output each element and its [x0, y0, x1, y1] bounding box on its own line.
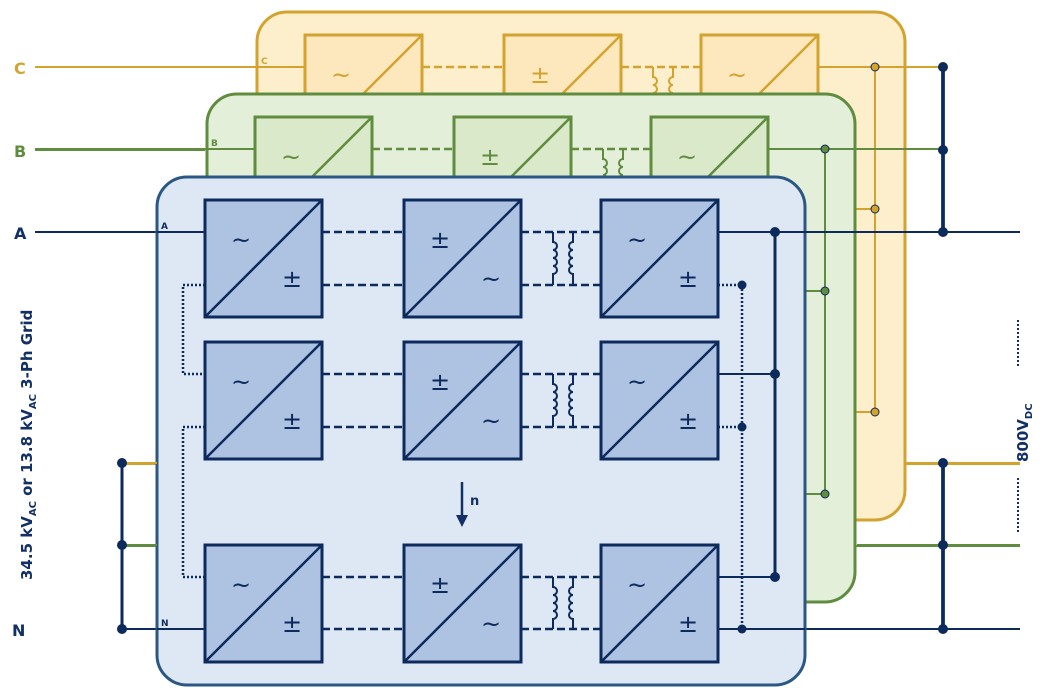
dc-symbol-icon: ±: [678, 610, 698, 638]
ac-symbol-icon: ~: [627, 226, 647, 254]
phase-small-label: B: [211, 139, 218, 149]
phase-small-label: A: [161, 222, 168, 232]
transformer-icon: [548, 374, 578, 427]
converter-diagonal: [600, 341, 719, 460]
dc-symbol-icon: ±: [282, 407, 302, 435]
ac-symbol-icon: ~: [231, 368, 251, 396]
phase-small-label: C: [261, 57, 268, 67]
phase-c-label: C: [14, 59, 26, 78]
phase-b-label: B: [14, 142, 26, 161]
neutral-junction-dot: [117, 540, 127, 550]
converter-block: ±~: [402, 198, 523, 319]
junction-dot: [870, 407, 880, 417]
series-link: [181, 425, 205, 579]
converter-diagonal: [600, 544, 719, 663]
transformer-bg: [548, 380, 578, 421]
stack-arrow-icon: [456, 515, 468, 527]
ac-symbol-icon: ~: [627, 571, 647, 599]
dc-symbol-icon: ±: [430, 368, 450, 396]
converter-diagonal: [204, 341, 323, 460]
transformer-primary-coil: [552, 232, 558, 285]
converter-block: ~±: [203, 543, 324, 664]
junction-dot: [770, 572, 780, 582]
neutral-label: N: [12, 621, 25, 640]
junction-dot: [820, 489, 830, 499]
bus-junction-dot: [938, 62, 948, 72]
converter-diagonal: [403, 544, 522, 663]
converter-diagonal: [204, 544, 323, 663]
ac-symbol-icon: ~: [481, 610, 501, 638]
dc-symbol-icon: ±: [480, 143, 500, 171]
converter-diagonal: [204, 199, 323, 318]
converter-diagonal: [600, 199, 719, 318]
transformer-secondary-coil: [568, 577, 574, 629]
bus-junction-dot: [938, 624, 948, 634]
ac-symbol-icon: ~: [231, 226, 251, 254]
junction-dot: [737, 280, 747, 290]
converter-diagonal: [403, 341, 522, 460]
bus-junction-dot: [938, 540, 948, 550]
converter-diagonal: [403, 199, 522, 318]
bus-junction-dot: [938, 145, 948, 155]
transformer-icon: [548, 577, 578, 629]
ac-symbol-icon: ~: [481, 265, 501, 293]
bus-junction-dot: [938, 227, 948, 237]
junction-dot: [870, 204, 880, 214]
transformer-secondary-coil: [568, 232, 574, 285]
transformer-secondary-coil: [568, 374, 574, 427]
neutral-junction-dot: [117, 624, 127, 634]
neutral-junction-dot: [117, 458, 127, 468]
junction-dot: [870, 62, 880, 72]
converter-block: ~±: [599, 340, 720, 461]
ac-symbol-icon: ~: [481, 407, 501, 435]
transformer-icon: [548, 232, 578, 285]
dc-symbol-icon: ±: [430, 571, 450, 599]
phase-a-layer: AN~±±~~±~±±~~±~±±~~±: [35, 175, 1020, 687]
dc-symbol-icon: ±: [282, 265, 302, 293]
grid-voltage-label: 34.5 kVAC or 13.8 kVAC 3-Ph Grid: [18, 310, 39, 580]
converter-block: ±~: [402, 543, 523, 664]
dc-symbol-icon: ±: [678, 265, 698, 293]
dc-symbol-icon: ±: [282, 610, 302, 638]
ac-symbol-icon: ~: [627, 368, 647, 396]
stack-count-label: n: [470, 494, 479, 509]
dc-symbol-icon: ±: [530, 61, 550, 89]
ac-symbol-icon: ~: [727, 61, 747, 89]
bus-junction-dot: [938, 458, 948, 468]
ac-symbol-icon: ~: [331, 61, 351, 89]
transformer-bg: [548, 583, 578, 623]
junction-dot: [770, 227, 780, 237]
converter-block: ~±: [203, 340, 324, 461]
transformer-bg: [548, 238, 578, 279]
junction-dot: [770, 369, 780, 379]
neutral-small-label: N: [161, 619, 169, 629]
junction-dot: [820, 144, 830, 154]
converter-block: ~±: [203, 198, 324, 319]
ac-symbol-icon: ~: [231, 571, 251, 599]
junction-dot: [820, 286, 830, 296]
junction-dot: [737, 422, 747, 432]
transformer-primary-coil: [552, 374, 558, 427]
converter-block: ~±: [599, 198, 720, 319]
phase-a-label: A: [14, 224, 27, 243]
junction-dot: [737, 624, 747, 634]
dc-voltage-label: 800VDC: [1014, 403, 1035, 462]
ac-symbol-icon: ~: [281, 143, 301, 171]
series-link: [181, 283, 205, 376]
dc-symbol-icon: ±: [678, 407, 698, 435]
ac-symbol-icon: ~: [677, 143, 697, 171]
transformer-primary-coil: [552, 577, 558, 629]
dc-symbol-icon: ±: [430, 226, 450, 254]
converter-block: ±~: [402, 340, 523, 461]
converter-block: ~±: [599, 543, 720, 664]
